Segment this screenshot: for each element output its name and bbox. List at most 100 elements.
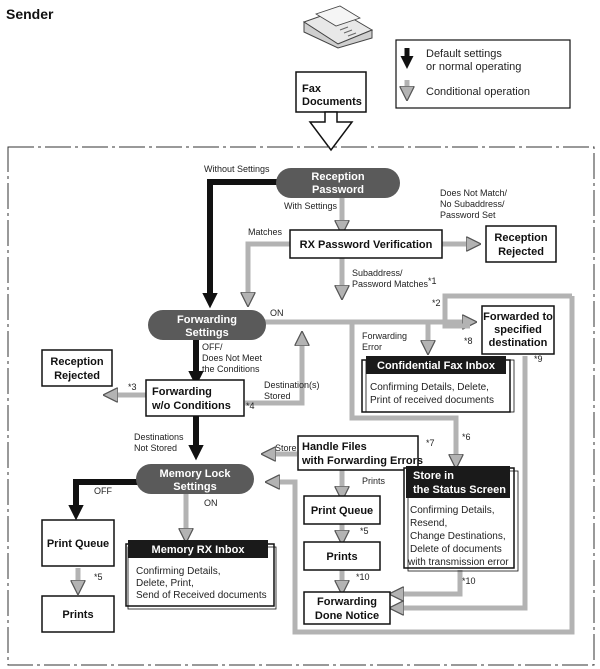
note-9: *9 — [534, 354, 543, 364]
incoming-arrow — [308, 111, 354, 152]
label-store: Store — [275, 443, 297, 453]
memory-lock-settings-label-2: Settings — [173, 481, 216, 493]
forwarding-done-notice-label-1: Forwarding — [317, 596, 377, 608]
note-2: *2 — [432, 298, 441, 308]
label-on-forwarding: ON — [270, 308, 284, 318]
forwarding-done-notice-box — [303, 591, 391, 625]
reception-rejected-top-label-2: Rejected — [498, 246, 544, 258]
label-without-settings: Without Settings — [204, 164, 270, 174]
prints-left-box — [41, 595, 115, 633]
forwarding-settings-label-2: Settings — [185, 327, 228, 339]
legend-conditional: Conditional operation — [426, 86, 530, 98]
label-prints: Prints — [362, 476, 386, 486]
diagram-title: Sender — [6, 6, 54, 22]
label-forwarding-error-2: Error — [362, 342, 382, 352]
fax-documents-label-1: Fax — [302, 83, 322, 95]
legend: Default settings or normal operating Con… — [395, 39, 571, 109]
label-forwarding-error-1: Forwarding — [362, 331, 407, 341]
forwarding-without-conditions-box — [145, 379, 245, 417]
label-off-memory: OFF — [94, 486, 112, 496]
forwarding-settings-node — [148, 310, 266, 340]
reception-rejected-left-label-1: Reception — [50, 356, 103, 368]
fax-documents-box — [295, 71, 367, 113]
confidential-fax-inbox-desc-1: Confirming Details, Delete, — [370, 382, 489, 393]
store-status-screen-desc-2: Resend, — [410, 518, 447, 529]
handle-files-label-1: Handle Files — [302, 441, 367, 453]
machine-boundary — [7, 146, 595, 666]
label-does-not-match-1: Does Not Match/ — [440, 188, 508, 198]
black-arrows — [68, 179, 282, 521]
label-destinations-not-stored-1: Destinations — [134, 432, 184, 442]
forwarded-to-destination-box — [481, 305, 555, 355]
reception-password-label-1: Reception — [311, 171, 364, 183]
reception-rejected-top-label-1: Reception — [494, 232, 547, 244]
reception-password-node — [276, 168, 400, 198]
label-on-memory: ON — [204, 498, 218, 508]
note-6: *6 — [462, 432, 471, 442]
handle-files-box — [297, 435, 419, 471]
label-subaddress-1: Subaddress/ — [352, 268, 403, 278]
legend-default-2: or normal operating — [426, 61, 521, 73]
legend-default-1: Default settings — [426, 48, 502, 60]
note-7: *7 — [426, 438, 435, 448]
handle-files-label-2: with Forwarding Errors — [301, 455, 423, 467]
print-queue-left-label: Print Queue — [47, 538, 109, 550]
reception-rejected-left-box — [41, 349, 113, 387]
reception-rejected-left-label-2: Rejected — [54, 370, 100, 382]
label-destinations-stored-1: Destination(s) — [264, 380, 320, 390]
memory-rx-inbox-box — [125, 540, 277, 610]
prints-mid-label: Prints — [326, 551, 357, 563]
forwarding-settings-label-1: Forwarding — [177, 314, 237, 326]
store-status-screen-desc-1: Confirming Details, — [410, 505, 494, 516]
print-queue-mid-label: Print Queue — [311, 505, 373, 517]
fax-machine-icon — [302, 5, 374, 49]
note-8: *8 — [464, 336, 473, 346]
forwarded-to-label-2: specified — [494, 324, 542, 336]
note-3: *3 — [128, 382, 137, 392]
confidential-fax-inbox-desc-2: Print of received documents — [370, 395, 494, 406]
reception-password-label-2: Password — [312, 184, 364, 196]
memory-rx-inbox-desc-1: Confirming Details, — [136, 566, 220, 577]
label-destinations-not-stored-2: Not Stored — [134, 443, 177, 453]
forwarding-without-conditions-label-2: w/o Conditions — [151, 400, 231, 412]
memory-rx-inbox-desc-2: Delete, Print, — [136, 578, 194, 589]
prints-left-label: Prints — [62, 609, 93, 621]
note-4: *4 — [246, 401, 255, 411]
label-destinations-stored-2: Stored — [264, 391, 291, 401]
store-status-screen-title-1: Store in — [413, 470, 454, 482]
memory-lock-settings-label-1: Memory Lock — [160, 468, 232, 480]
memory-rx-inbox-title: Memory RX Inbox — [152, 544, 246, 556]
memory-rx-inbox-desc-3: Send of Received documents — [136, 590, 267, 601]
store-status-screen-box — [403, 466, 519, 572]
label-does-not-match-2: No Subaddress/ — [440, 199, 505, 209]
store-status-screen-desc-3: Change Destinations, — [410, 531, 506, 542]
print-queue-mid-box — [303, 495, 381, 525]
rx-password-verification-box — [289, 229, 443, 259]
label-subaddress-2: Password Matches — [352, 279, 429, 289]
gray-arrows — [78, 196, 575, 635]
prints-mid-box — [303, 541, 381, 571]
forwarded-to-label-3: destination — [489, 337, 548, 349]
forwarding-done-notice-label-2: Done Notice — [315, 610, 379, 622]
note-10-mid: *10 — [356, 572, 370, 582]
print-queue-left-box — [41, 519, 115, 567]
note-1: *1 — [428, 276, 437, 286]
store-status-screen-title-2: the Status Screen — [413, 484, 506, 496]
rx-password-verification-label: RX Password Verification — [300, 239, 433, 251]
forwarding-without-conditions-label-1: Forwarding — [152, 386, 212, 398]
memory-lock-settings-node — [136, 464, 254, 494]
confidential-fax-inbox-title: Confidential Fax Inbox — [377, 360, 496, 372]
reception-rejected-top-box — [485, 225, 557, 263]
label-with-settings: With Settings — [284, 201, 338, 211]
confidential-fax-inbox-box — [361, 356, 515, 413]
store-status-screen-desc-4: Delete of documents — [410, 544, 502, 555]
label-off-not-meet-1: OFF/ — [202, 342, 223, 352]
fax-documents-label-2: Documents — [302, 96, 362, 108]
label-matches: Matches — [248, 227, 283, 237]
note-5-left: *5 — [94, 572, 103, 582]
store-status-screen-desc-5: with transmission error — [407, 557, 509, 568]
label-off-not-meet-2: Does Not Meet — [202, 353, 263, 363]
note-10-right: *10 — [462, 576, 476, 586]
note-5-mid: *5 — [360, 526, 369, 536]
